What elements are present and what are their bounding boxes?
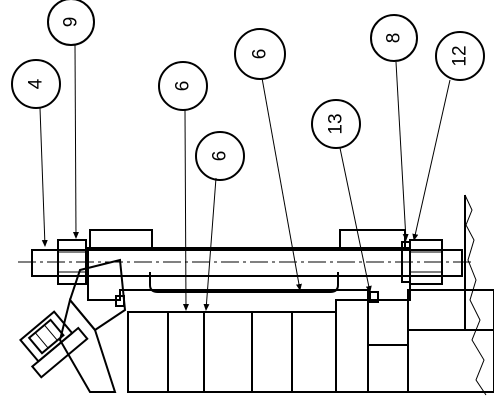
callout-9: 9 xyxy=(47,0,95,46)
svg-text:6: 6 xyxy=(173,81,194,92)
bolt xyxy=(18,239,472,285)
svg-text:6: 6 xyxy=(250,49,271,60)
svg-text:8: 8 xyxy=(384,33,405,44)
callout-6-middle: 6 xyxy=(195,131,245,181)
callout-6-right: 6 xyxy=(234,28,286,80)
callout-8: 8 xyxy=(370,14,418,62)
svg-text:4: 4 xyxy=(26,78,47,89)
callout-12: 12 xyxy=(435,31,485,81)
callout-13: 13 xyxy=(311,99,361,149)
svg-text:12: 12 xyxy=(450,45,471,66)
leader-lines xyxy=(39,43,451,311)
assembly-body xyxy=(19,194,494,396)
svg-text:13: 13 xyxy=(326,113,347,134)
callout-6-left: 6 xyxy=(158,61,208,111)
svg-text:6: 6 xyxy=(210,151,231,162)
svg-text:9: 9 xyxy=(61,17,82,28)
callout-4: 4 xyxy=(11,59,61,109)
